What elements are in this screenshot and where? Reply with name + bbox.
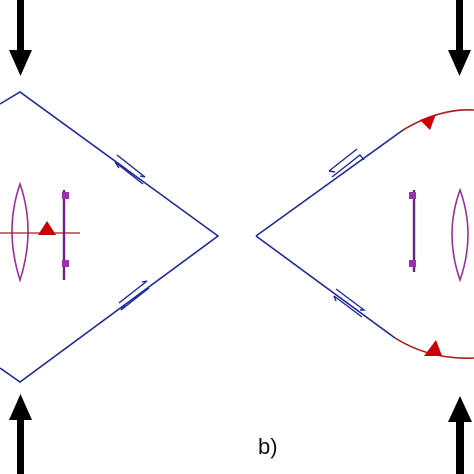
right-upper-fault-curve	[402, 109, 474, 131]
left-bar-icon	[62, 190, 69, 280]
right-lower-shear-arrows-icon	[333, 288, 367, 318]
top-right-arrow-icon	[448, 0, 471, 76]
left-upper-shear-arrows-icon	[114, 154, 146, 185]
right-structure	[255, 109, 474, 359]
bottom-right-arrow-icon	[448, 396, 472, 474]
bottom-left-arrow-icon	[9, 394, 32, 474]
right-lower-limb-line	[255, 235, 396, 339]
right-upper-triangle-icon	[420, 114, 436, 130]
panel-label: b)	[258, 434, 278, 459]
top-left-arrow-icon	[9, 0, 32, 76]
left-lower-shear-arrows-icon	[118, 280, 150, 311]
left-chevron-line	[0, 91, 220, 383]
right-bar-icon	[409, 190, 416, 272]
left-lens-icon	[11, 181, 29, 283]
left-structure	[0, 91, 220, 383]
right-lens-icon	[451, 187, 469, 283]
right-upper-limb-line	[255, 129, 404, 237]
right-lower-triangle-icon	[424, 340, 442, 356]
right-upper-shear-arrows-icon	[328, 148, 365, 178]
left-triangle-icon	[38, 221, 56, 235]
